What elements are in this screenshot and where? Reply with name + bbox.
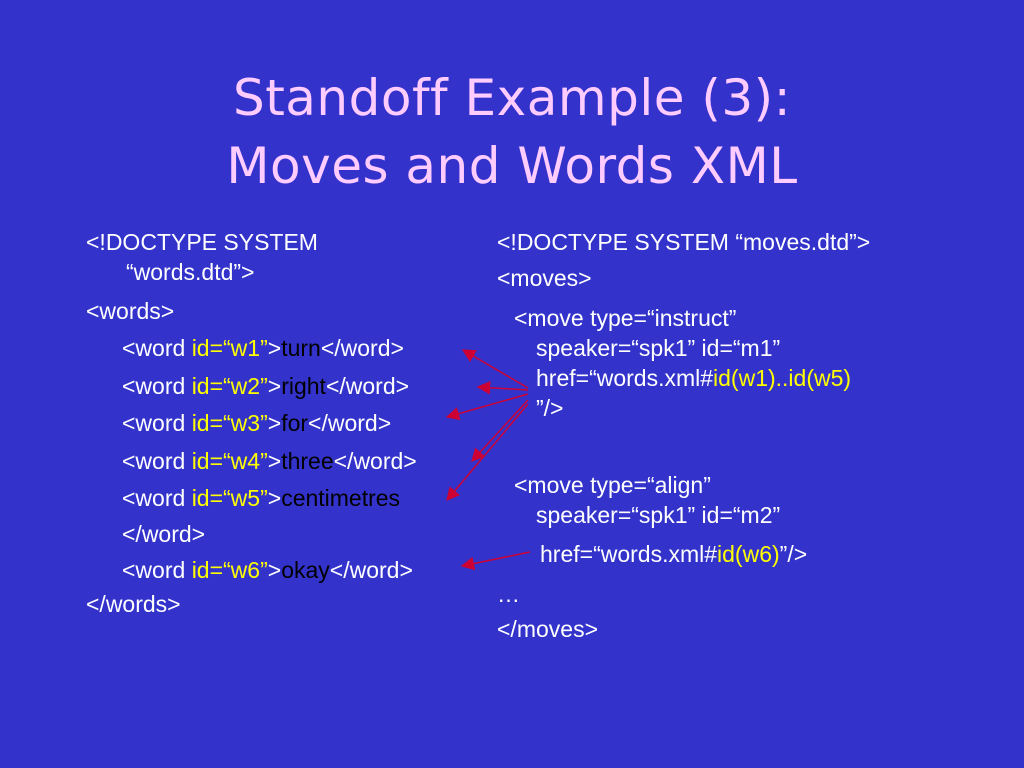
moves-doctype: <!DOCTYPE SYSTEM “moves.dtd”>	[497, 229, 871, 255]
word-id-attr: id=“w6”	[191, 557, 268, 583]
move2-href-prefix: href=“words.xml#	[540, 541, 718, 567]
word-tag-open: <word	[122, 410, 192, 436]
move2-line-2: speaker=“spk1” id=“m2”	[536, 502, 781, 528]
word-tag-gt: >	[267, 557, 282, 583]
word-tag-open: <word	[122, 373, 192, 399]
word-tag-gt: >	[267, 373, 282, 399]
title-line-1: Standoff Example (3):	[232, 69, 792, 127]
word-id-attr: id=“w1”	[191, 335, 268, 361]
word-tag-gt: >	[267, 448, 282, 474]
word-row: <word id=“w5”>centimetres	[122, 484, 400, 512]
word-row: <word id=“w3”>for</word>	[122, 409, 391, 437]
word-tag-gt: >	[267, 485, 282, 511]
arrow-w4	[471, 399, 529, 462]
move1-href-range: id(w1)..id(w5)	[713, 365, 852, 391]
arrow-w1	[461, 349, 529, 389]
word-tag-gt: >	[267, 335, 282, 361]
move1-line-2: speaker=“spk1” id=“m1”	[536, 335, 781, 361]
word-id-attr: id=“w4”	[191, 448, 268, 474]
move2-href-id: id(w6)	[717, 541, 780, 567]
word-tag-close: </word>	[325, 373, 410, 399]
move2-line-1: <move type=“align”	[514, 472, 711, 498]
word-tag-close: </word>	[329, 557, 413, 583]
arrow-w2	[476, 380, 529, 395]
move1-line-4: ”/>	[536, 395, 564, 421]
word-text: for	[281, 410, 309, 436]
words-close-tag: </words>	[86, 591, 181, 617]
word-tag-open: <word	[122, 557, 192, 583]
word-id-attr: id=“w5”	[191, 485, 268, 511]
word-row: <word id=“w6”>okay</word>	[122, 556, 413, 584]
arrow-w6	[460, 551, 531, 571]
move1-line-3: href=“words.xml#id(w1)..id(w5)	[536, 364, 851, 392]
moves-open-tag: <moves>	[497, 265, 592, 291]
word-row: <word id=“w1”>turn</word>	[122, 334, 404, 362]
move1-line-1: <move type=“instruct”	[514, 305, 737, 331]
word-row: <word id=“w2”>right</word>	[122, 372, 409, 400]
word-tag-close: </word>	[333, 448, 417, 474]
word-tag-open: <word	[122, 448, 192, 474]
word-tag-gt: >	[267, 410, 282, 436]
word-row: <word id=“w4”>three</word>	[122, 447, 417, 475]
word-tag-open: <word	[122, 485, 192, 511]
title-line-2: Moves and Words XML	[226, 137, 798, 195]
arrow-w5	[446, 403, 529, 502]
word-text: right	[281, 373, 326, 399]
arrow-w3	[445, 393, 529, 421]
words-open-tag: <words>	[86, 298, 175, 324]
word-id-attr: id=“w2”	[191, 373, 268, 399]
word-close-line: </word>	[122, 521, 206, 547]
words-doctype-line-1: <!DOCTYPE SYSTEM	[86, 229, 318, 255]
move2-href-suffix: ”/>	[779, 541, 808, 567]
words-doctype-line-2: “words.dtd”>	[126, 259, 255, 285]
word-text: turn	[281, 335, 321, 361]
word-tag-close: </word>	[320, 335, 404, 361]
word-text: three	[281, 448, 334, 474]
word-id-attr: id=“w3”	[191, 410, 268, 436]
word-tag-close: </word>	[308, 410, 392, 436]
moves-close-tag: </moves>	[497, 616, 598, 642]
word-text: centimetres	[281, 485, 401, 511]
word-text: okay	[281, 557, 330, 583]
slide-title: Standoff Example (3): Moves and Words XM…	[0, 64, 1024, 200]
move2-line-3: href=“words.xml#id(w6)”/>	[540, 540, 807, 568]
move1-href-prefix: href=“words.xml#	[536, 365, 714, 391]
moves-ellipsis: …	[497, 581, 520, 607]
word-tag-open: <word	[122, 335, 192, 361]
